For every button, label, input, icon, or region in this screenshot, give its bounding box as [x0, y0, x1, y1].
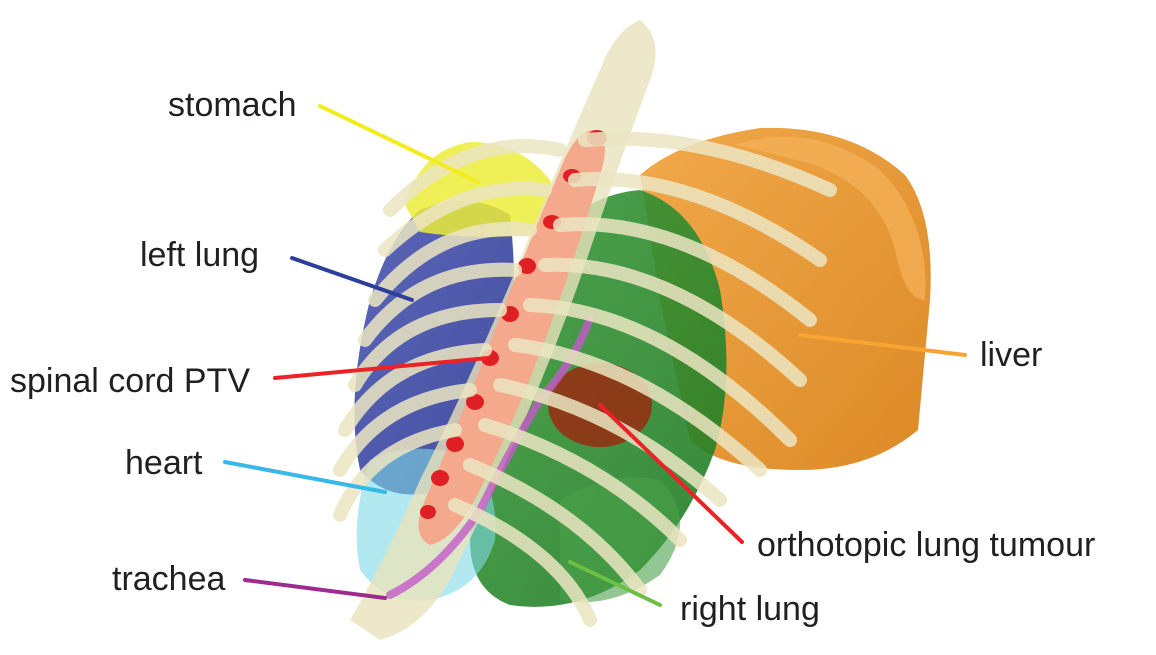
label-liver: liver [980, 336, 1042, 374]
label-tumour: orthotopic lung tumour [757, 526, 1095, 564]
label-trachea: trachea [112, 560, 225, 598]
label-spinal-cord-ptv: spinal cord PTV [10, 362, 250, 400]
trachea-leader [245, 580, 385, 598]
label-right-lung: right lung [680, 590, 820, 628]
label-left-lung: left lung [140, 236, 259, 274]
label-heart: heart [125, 444, 203, 482]
stomach-leader [320, 106, 478, 182]
label-stomach: stomach [168, 86, 297, 124]
